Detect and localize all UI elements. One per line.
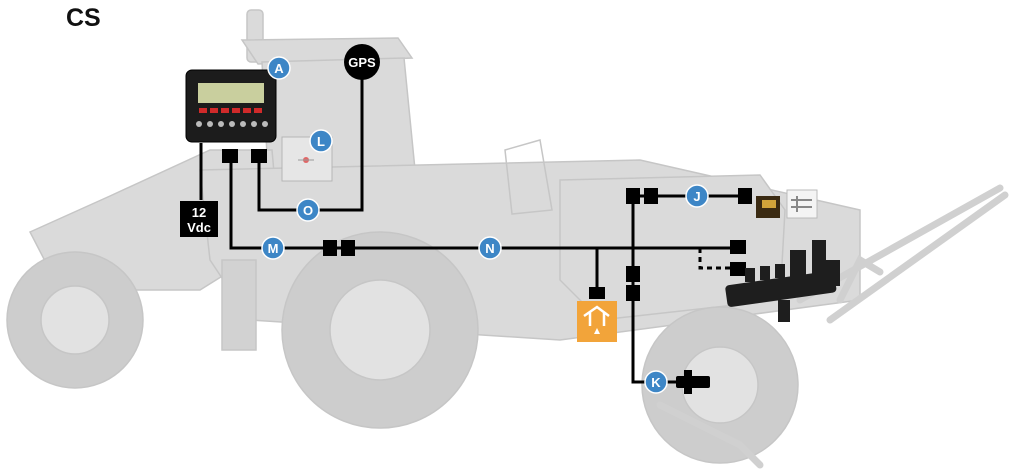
speed-sensor-icon [676, 370, 710, 394]
callout-M: M [261, 236, 285, 260]
sprayer-tractor-icon [6, 9, 861, 464]
svg-text:J: J [693, 189, 700, 204]
svg-text:A: A [274, 61, 284, 76]
gps-receiver-icon: GPS [344, 44, 380, 80]
svg-text:M: M [268, 241, 279, 256]
power-supply-icon: 12 Vdc [180, 201, 218, 237]
callout-N: N [478, 236, 502, 260]
callout-L: L [309, 129, 333, 153]
page-title: CS [66, 4, 101, 32]
gps-label: GPS [348, 55, 376, 70]
svg-text:N: N [485, 241, 494, 256]
pressure-sensor-icon [577, 301, 617, 342]
cable-connector [222, 149, 752, 301]
boom-valve-assembly-icon [725, 240, 840, 322]
callout-A: A [267, 56, 291, 80]
callout-O: O [296, 198, 320, 222]
power-line1: 12 [192, 205, 206, 220]
control-valve-icon [756, 189, 818, 219]
svg-text:L: L [317, 134, 325, 149]
power-line2: Vdc [187, 220, 211, 235]
console-unit-icon [185, 69, 277, 143]
svg-text:O: O [303, 203, 313, 218]
callout-J: J [685, 184, 709, 208]
svg-text:K: K [651, 375, 661, 390]
callout-K: K [644, 370, 668, 394]
